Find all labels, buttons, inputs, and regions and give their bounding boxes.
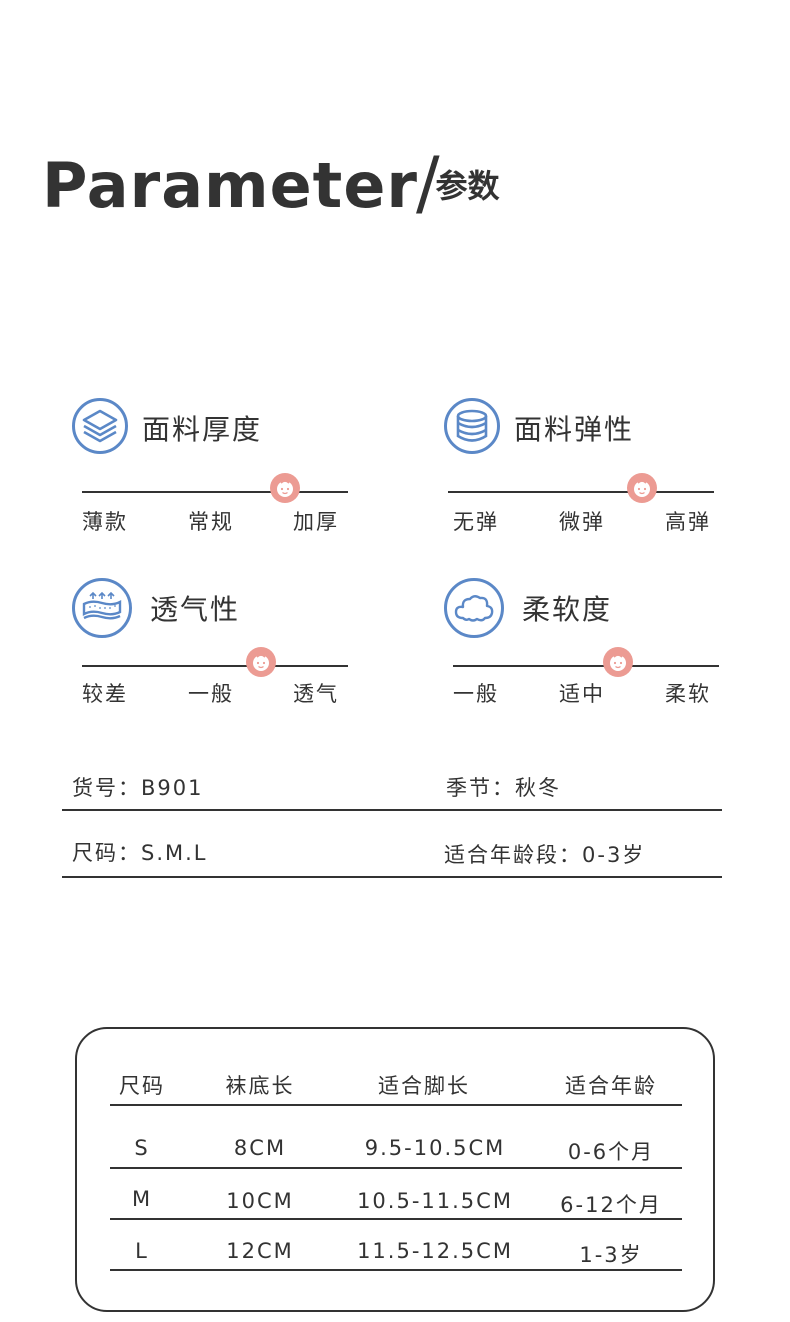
tick-label: 高弹 <box>665 510 711 534</box>
table-divider <box>110 1104 682 1106</box>
scale-line <box>453 665 719 667</box>
tick-label: 微弹 <box>559 510 605 534</box>
baby-face-icon <box>270 473 300 503</box>
season: 季节：秋冬 <box>446 776 561 800</box>
table-cell: L <box>135 1239 149 1263</box>
stack-icon <box>444 398 500 454</box>
table-divider <box>110 1218 682 1220</box>
table-cell: 8CM <box>233 1136 287 1160</box>
baby-face-icon <box>246 647 276 677</box>
table-header: 适合脚长 <box>378 1074 470 1098</box>
table-cell: 10CM <box>226 1189 294 1213</box>
tick-label: 常规 <box>188 510 234 534</box>
tick-label: 较差 <box>82 682 128 706</box>
table-cell: 6-12个月 <box>560 1193 662 1217</box>
info-row: 尺码：S.M.L 适合年龄段：0-3岁 <box>62 811 722 878</box>
title-english: Parameter <box>42 149 418 222</box>
age-range: 适合年龄段：0-3岁 <box>444 843 646 867</box>
param-label: 透气性 <box>150 593 241 626</box>
table-divider <box>110 1269 682 1271</box>
size-range: 尺码：S.M.L <box>72 841 208 865</box>
table-cell: 12CM <box>226 1239 294 1263</box>
title-slash: / <box>415 142 440 224</box>
baby-face-icon <box>603 647 633 677</box>
table-cell: 9.5-10.5CM <box>364 1136 506 1160</box>
tick-label: 无弹 <box>453 510 499 534</box>
tick-label: 适中 <box>559 682 605 706</box>
table-cell: S <box>134 1136 150 1160</box>
table-divider <box>110 1167 682 1169</box>
table-cell: 11.5-12.5CM <box>357 1239 513 1263</box>
scale-line <box>82 491 348 493</box>
param-label: 面料弹性 <box>514 413 635 446</box>
tick-label: 透气 <box>293 682 339 706</box>
breathable-fabric-icon <box>72 578 132 638</box>
table-header: 适合年龄 <box>565 1074 657 1098</box>
title-chinese: 参数 <box>435 167 500 205</box>
tick-label: 薄款 <box>82 510 128 534</box>
table-cell: 0-6个月 <box>567 1140 655 1164</box>
scale-line <box>82 665 348 667</box>
tick-label: 一般 <box>453 682 499 706</box>
param-label: 柔软度 <box>522 593 613 626</box>
scale-line <box>448 491 714 493</box>
table-header: 尺码 <box>119 1074 165 1098</box>
item-number: 货号：B901 <box>72 776 204 800</box>
page-title: Parameter/参数 <box>42 142 500 224</box>
table-header: 袜底长 <box>225 1074 295 1098</box>
tick-label: 加厚 <box>293 510 339 534</box>
table-cell: 1-3岁 <box>579 1243 643 1267</box>
layers-icon <box>72 398 128 454</box>
size-table: 尺码 袜底长 适合脚长 适合年龄 S 8CM 9.5-10.5CM 0-6个月 … <box>75 1027 715 1312</box>
baby-face-icon <box>627 473 657 503</box>
tick-label: 柔软 <box>665 682 711 706</box>
table-cell: M <box>131 1187 153 1211</box>
tick-label: 一般 <box>188 682 234 706</box>
param-label: 面料厚度 <box>142 413 263 446</box>
table-cell: 10.5-11.5CM <box>357 1189 513 1213</box>
info-row: 货号：B901 季节：秋冬 <box>62 760 722 811</box>
cloud-icon <box>444 578 504 638</box>
